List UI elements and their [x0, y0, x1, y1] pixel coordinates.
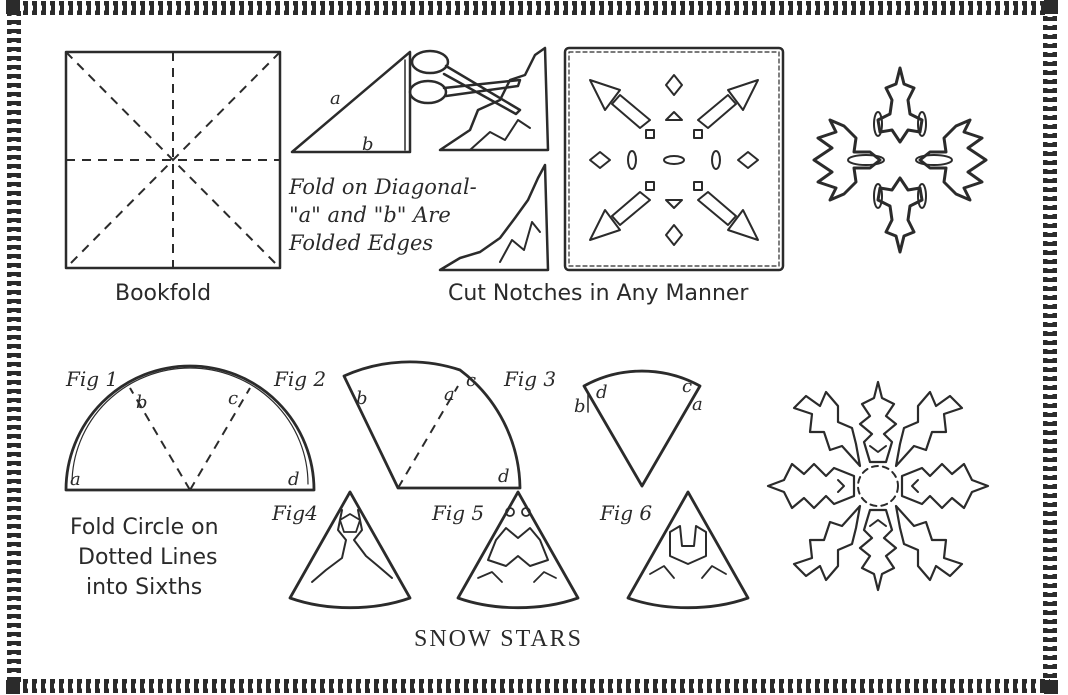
fold-circle-line2: Dotted Lines [78, 545, 217, 570]
fig3-letter-a: a [692, 394, 703, 415]
fold-circle-line1: Fold Circle on [70, 515, 219, 540]
fig6-label: Fig 6 [599, 501, 652, 525]
fig3-letter-b: b [574, 396, 586, 417]
fig5-label: Fig 5 [431, 501, 484, 525]
fold-diagonal-line2: "a" and "b" Are [289, 203, 451, 227]
cut-notches-label: Cut Notches in Any Manner [448, 281, 749, 306]
fold-diagonal-line1: Fold on Diagonal- [288, 175, 477, 199]
fig4-label: Fig4 [271, 501, 318, 525]
fig2-letter-a: a [444, 384, 455, 405]
fig2-quarter [344, 362, 520, 488]
fig1-letter-d: d [288, 469, 300, 490]
fig1-label: Fig 1 [65, 367, 118, 391]
fig2-letter-d: d [498, 466, 510, 487]
fold-diagonal-line3: Folded Edges [288, 231, 433, 255]
fig1-letter-b: b [136, 392, 148, 413]
fold-circle-line3: into Sixths [86, 575, 202, 600]
page-title: SNOW STARS [414, 626, 583, 652]
folded-triangle [292, 52, 410, 152]
fig2-label: Fig 2 [273, 367, 326, 391]
fig2-letter-c: c [466, 370, 476, 391]
bookfold-diagram [66, 52, 280, 268]
fig3-letter-c: c [682, 376, 692, 397]
snowflake-bottom [768, 382, 988, 590]
fig3-letter-d: d [596, 382, 608, 403]
fig2-letter-b: b [356, 388, 368, 409]
letter-a-label: a [330, 88, 341, 109]
fig1-letter-c: c [228, 388, 238, 409]
scissors-icon [410, 51, 520, 114]
letter-b-label: b [362, 134, 374, 155]
cut-square-pattern [565, 48, 783, 270]
fig3-label: Fig 3 [503, 367, 556, 391]
bookfold-label: Bookfold [115, 281, 211, 306]
fig1-letter-a: a [70, 469, 81, 490]
snowflake-top [814, 68, 986, 252]
